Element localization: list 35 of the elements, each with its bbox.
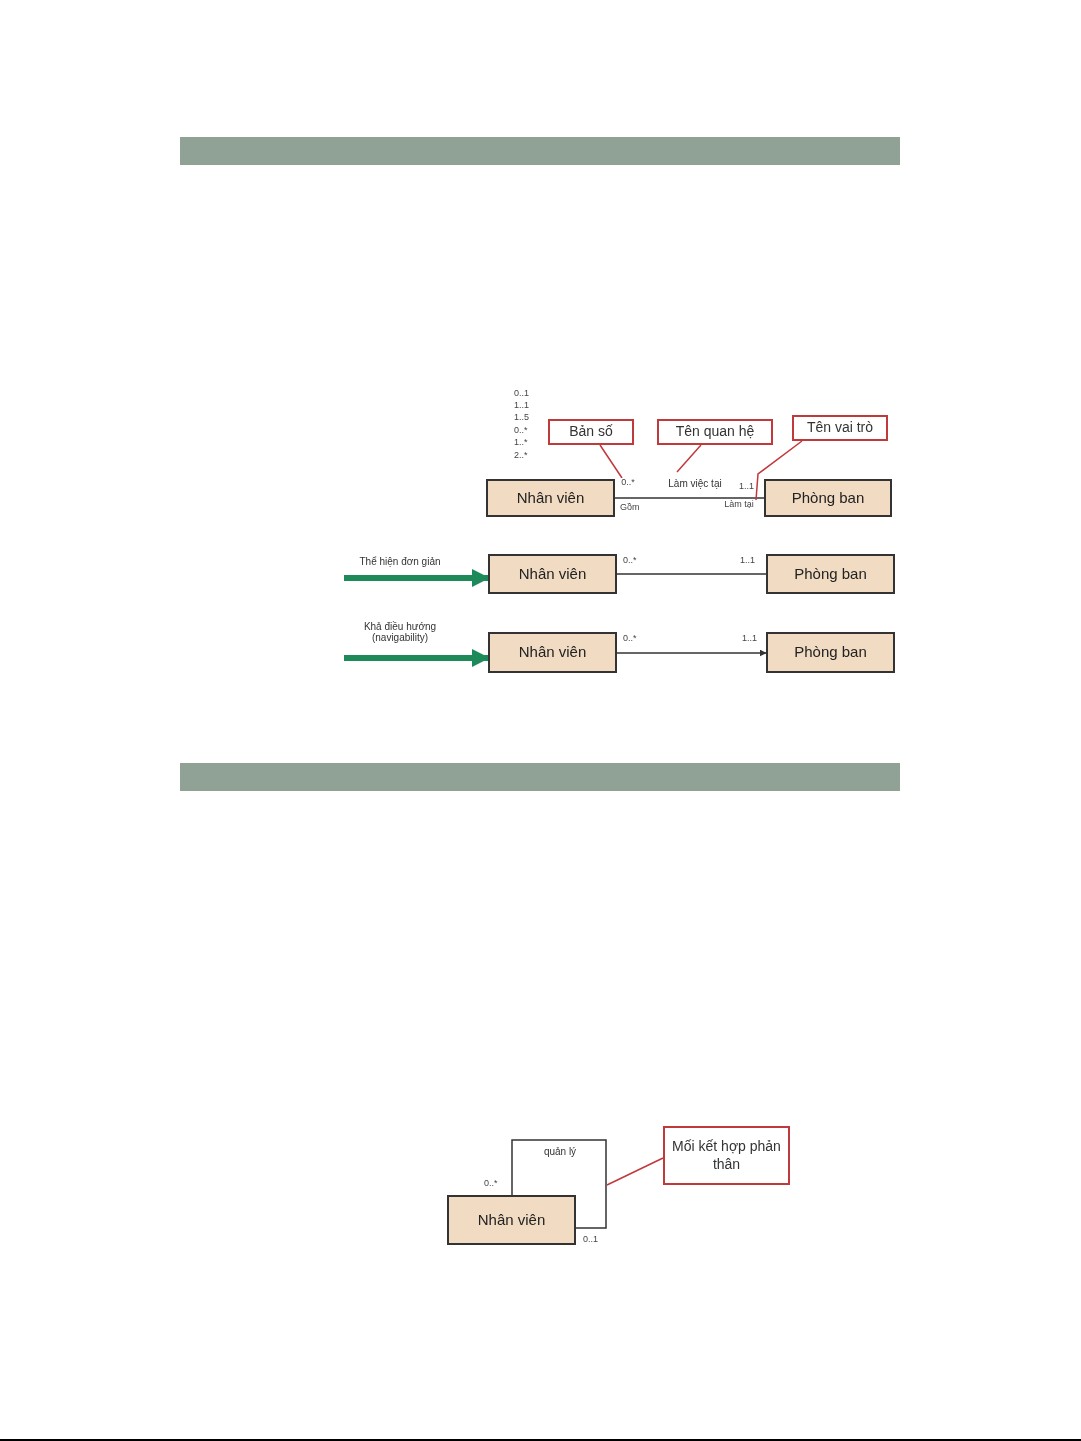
multiplicity-label: 0..1	[583, 1234, 598, 1244]
multiplicity-label: 0..1	[514, 388, 529, 398]
callout-box: Tên vai trò	[792, 415, 888, 441]
class-box: Phòng ban	[766, 632, 895, 673]
association-line	[616, 573, 767, 575]
class-box: Nhân viên	[447, 1195, 576, 1245]
class-box: Nhân viên	[486, 479, 615, 517]
callout-box: Tên quan hệ	[657, 419, 773, 445]
callout-box: Bản số	[548, 419, 634, 445]
leader-line	[606, 1157, 664, 1186]
leader-line	[676, 444, 702, 473]
class-box: Nhân viên	[488, 554, 617, 594]
multiplicity-label: 1..1	[740, 555, 755, 565]
thick-arrow	[344, 649, 490, 667]
thick-arrow	[344, 569, 490, 587]
multiplicity-label: 1..5	[514, 412, 529, 422]
self-association-line	[511, 1139, 607, 1229]
multiplicity-label: Gồm	[620, 502, 640, 512]
class-box: Phòng ban	[766, 554, 895, 594]
multiplicity-label: 2..*	[514, 450, 528, 460]
multiplicity-label: 1..1	[514, 400, 529, 410]
multiplicity-label: 1..*	[514, 437, 528, 447]
association-line	[755, 440, 803, 501]
multiplicity-label: 0..*	[514, 425, 528, 435]
arrow	[616, 649, 767, 657]
callout-box: Mối kết hợp phản thân	[663, 1126, 790, 1185]
association-line	[599, 444, 623, 479]
annotation-text: 0..*	[620, 478, 636, 488]
association-line	[614, 497, 765, 499]
multiplicity-label: 1..1	[739, 481, 754, 491]
class-box: Phòng ban	[764, 479, 892, 517]
multiplicity-label: 0..*	[484, 1178, 498, 1188]
class-box: Nhân viên	[488, 632, 617, 673]
annotation-text: Làm tại	[722, 500, 756, 510]
multiplicity-label: 1..1	[742, 633, 757, 643]
